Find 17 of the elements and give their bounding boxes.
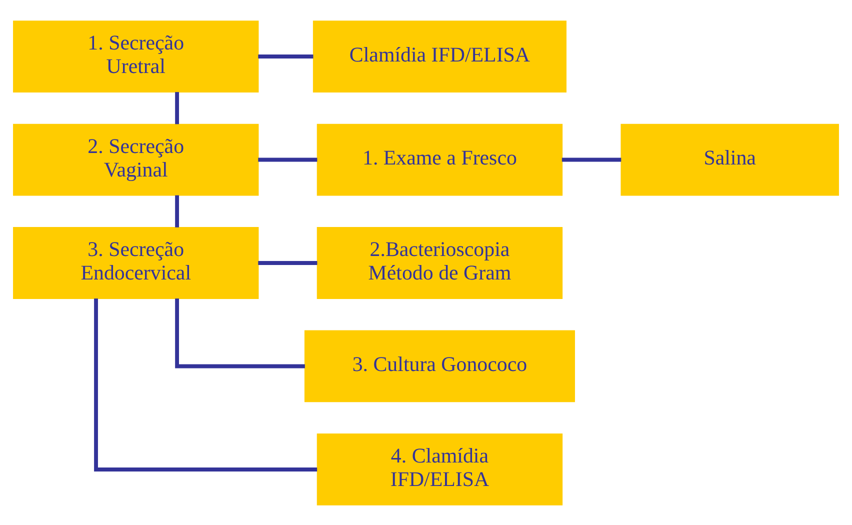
node-box: 2. Secreção Vaginal bbox=[13, 123, 259, 196]
connector bbox=[175, 194, 179, 227]
node-box: Salina bbox=[620, 123, 839, 196]
node-box: 3. Cultura Gonococo bbox=[304, 330, 575, 402]
node-box: 2.Bacterioscopia Método de Gram bbox=[316, 226, 563, 298]
node-box: 3. Secreção Endocervical bbox=[13, 226, 259, 298]
node-box: 1. Exame a Fresco bbox=[316, 123, 563, 196]
connector bbox=[175, 92, 179, 124]
connector bbox=[258, 260, 318, 264]
node-box: 4. Clamídia IFD/ELISA bbox=[316, 433, 563, 505]
node-box: Clamídia IFD/ELISA bbox=[312, 20, 566, 92]
connector bbox=[94, 298, 318, 471]
connector bbox=[175, 298, 305, 368]
connector bbox=[562, 157, 622, 162]
connector bbox=[258, 157, 318, 162]
connector bbox=[258, 54, 314, 58]
node-box: 1. Secreção Uretral bbox=[13, 20, 259, 92]
